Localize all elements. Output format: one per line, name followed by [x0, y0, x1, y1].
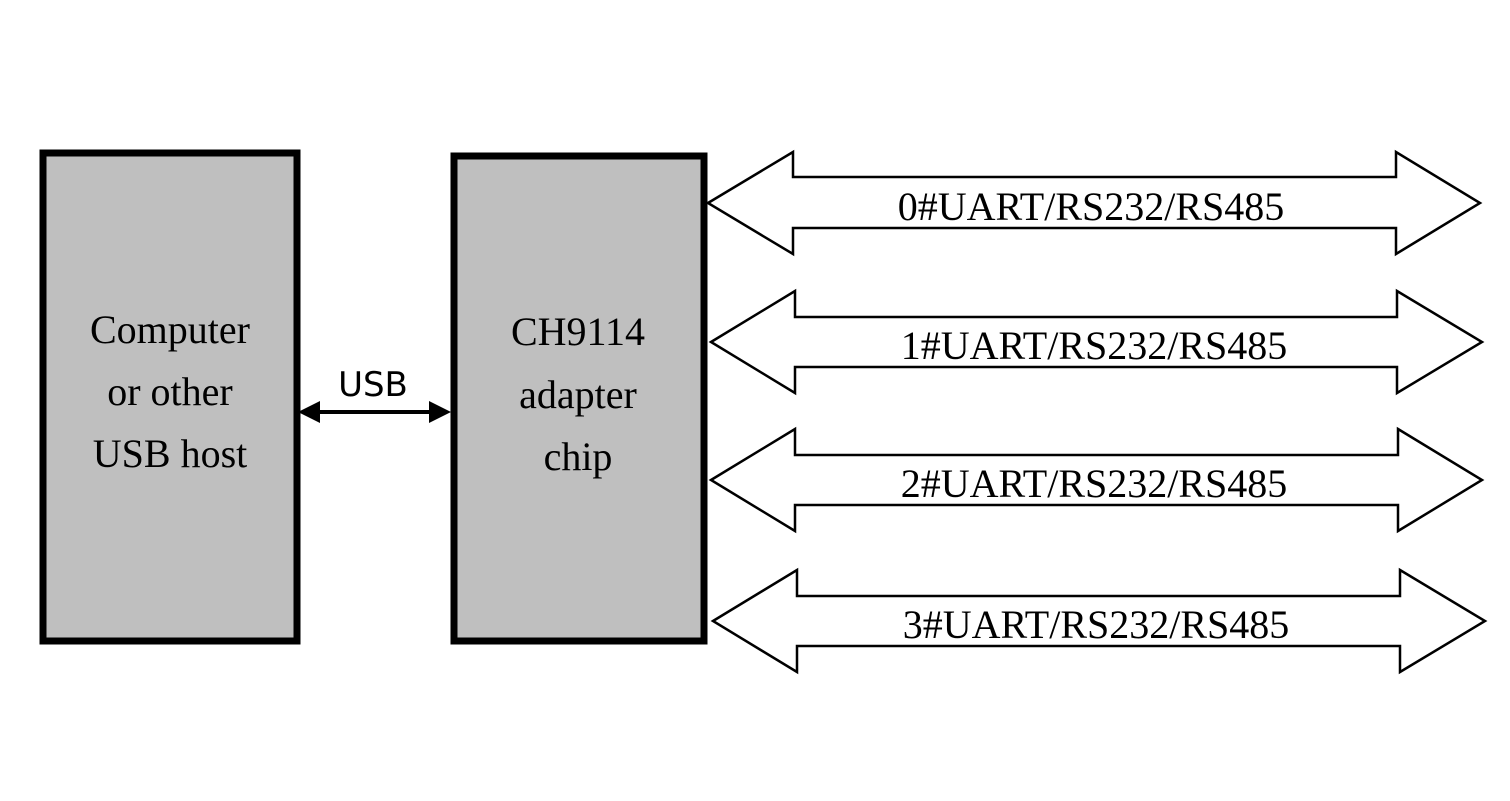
port-1: 1#UART/RS232/RS485 [708, 288, 1485, 396]
chip-box-line-3: chip [544, 434, 613, 479]
host-box-line-1: Computer [90, 307, 250, 352]
host-box: Computer or other USB host [39, 149, 301, 645]
chip-box-line-1: CH9114 [511, 309, 645, 354]
port-0-label: 0#UART/RS232/RS485 [898, 184, 1285, 229]
port-0-double-arrow-icon [705, 149, 1483, 257]
port-1-label: 1#UART/RS232/RS485 [901, 323, 1288, 368]
usb-arrow-left-icon [298, 401, 320, 423]
port-0: 0#UART/RS232/RS485 [705, 149, 1483, 257]
port-3-label: 3#UART/RS232/RS485 [903, 602, 1290, 647]
port-2: 2#UART/RS232/RS485 [708, 426, 1485, 534]
port-3: 3#UART/RS232/RS485 [710, 567, 1488, 675]
chip-box-rect [450, 152, 708, 645]
host-box-line-2: or other [107, 369, 233, 414]
usb-label: USB [338, 365, 408, 405]
port-2-double-arrow-icon [708, 426, 1485, 534]
port-1-double-arrow-icon [708, 288, 1485, 396]
port-2-label: 2#UART/RS232/RS485 [901, 461, 1288, 506]
chip-box: CH9114 adapter chip [450, 152, 708, 645]
host-box-line-3: USB host [93, 431, 248, 476]
usb-link: USB [298, 365, 451, 423]
usb-arrow-right-icon [429, 401, 451, 423]
chip-box-line-2: adapter [519, 372, 637, 417]
host-box-rect [39, 149, 301, 645]
port-3-double-arrow-icon [710, 567, 1488, 675]
